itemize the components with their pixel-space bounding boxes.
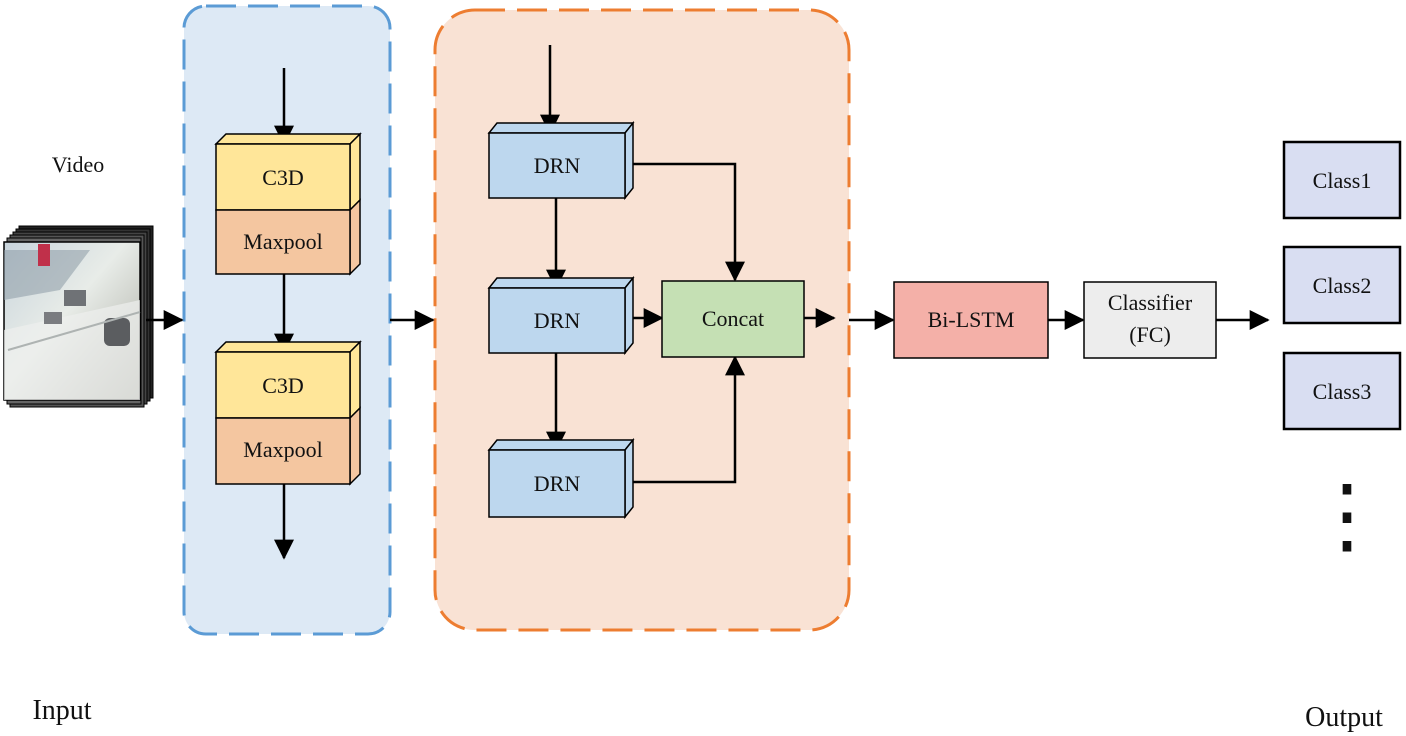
classifier-label-line2: (FC) (1129, 322, 1171, 347)
c3d-label-2: C3D (262, 373, 304, 398)
drn-box-2: DRN (487, 275, 635, 356)
class-label-2: Class2 (1313, 273, 1372, 298)
c3d-label-1: C3D (262, 165, 304, 190)
drn-label-3: DRN (534, 471, 581, 496)
maxpool-box-1: Maxpool (215, 198, 361, 276)
concat-box: Concat (661, 280, 805, 358)
drn-box-3: DRN (487, 437, 635, 520)
concat-label: Concat (702, 306, 764, 331)
video-frames (3, 225, 154, 408)
c3d-box-2: C3D (214, 340, 362, 420)
bilstm-label: Bi-LSTM (928, 307, 1015, 332)
maxpool-label-2: Maxpool (243, 437, 322, 462)
output-section-label: Output (1305, 702, 1383, 733)
c3d-box-1: C3D (214, 132, 362, 212)
bilstm-box: Bi-LSTM (893, 281, 1049, 359)
drn-box-1: DRN (487, 120, 635, 201)
class-label-3: Class3 (1313, 379, 1372, 404)
video-label: Video (52, 152, 104, 177)
classifier-box: Classifier (FC) (1083, 281, 1217, 359)
maxpool-label-1: Maxpool (243, 229, 322, 254)
arrow-drn1-to-concat (633, 162, 745, 282)
class-box-3: Class3 (1282, 351, 1402, 431)
classifier-label-line1: Classifier (1108, 290, 1193, 315)
class-box-1: Class1 (1282, 140, 1402, 220)
c3d-region (182, 4, 392, 636)
input-section-label: Input (32, 695, 91, 726)
maxpool-box-2: Maxpool (215, 406, 361, 486)
class-label-1: Class1 (1313, 168, 1372, 193)
more-classes-ellipsis: ⋮ (1305, 470, 1389, 563)
drn-label-1: DRN (534, 153, 581, 178)
drn-label-2: DRN (534, 308, 581, 333)
class-box-2: Class2 (1282, 245, 1402, 325)
arrow-drn3-to-concat (633, 355, 745, 484)
